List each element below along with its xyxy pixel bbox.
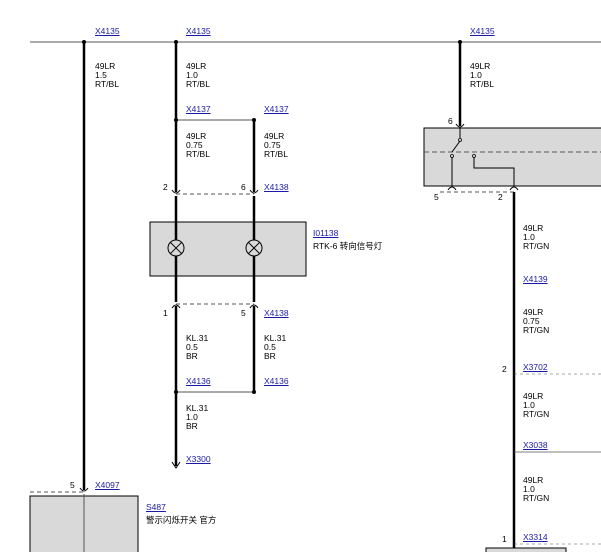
- pin-number: 5: [241, 308, 246, 318]
- junction-dot: [174, 390, 178, 394]
- pin-mark: [447, 186, 457, 191]
- connector-x4135[interactable]: X4135: [186, 26, 211, 36]
- connector-x3702[interactable]: X3702: [523, 362, 548, 372]
- bottom-right-box: [485, 547, 567, 552]
- pin-mark: [171, 189, 181, 194]
- wire-label: 49LR 0.75 RT/BL: [264, 131, 288, 159]
- wire-label: 49LR 1.0 RT/GN: [523, 391, 550, 419]
- connector-x4138[interactable]: X4138: [264, 182, 289, 192]
- pin-number: 5: [434, 192, 439, 202]
- wire-label: KL.31 0.5 BR: [186, 333, 209, 361]
- pin-mark: [249, 304, 259, 309]
- switch-contact-icon: [450, 128, 515, 186]
- pin-mark: [171, 304, 181, 309]
- connector-x4097[interactable]: X4097: [95, 480, 120, 490]
- connector-x4136[interactable]: X4136: [186, 376, 211, 386]
- connector-x4135[interactable]: X4135: [95, 26, 120, 36]
- wire-label: KL.31 0.5 BR: [264, 333, 287, 361]
- pin-mark: [79, 487, 89, 492]
- wire-label: 49LR 1.0 RT/BL: [470, 61, 494, 89]
- pin-number: 2: [502, 364, 507, 374]
- component-id-lamp[interactable]: I01138: [313, 228, 339, 238]
- pin-number: 6: [448, 116, 453, 126]
- wire-label: 49LR 1.0 RT/GN: [523, 475, 550, 503]
- connector-x4138[interactable]: X4138: [264, 308, 289, 318]
- junction-dot: [252, 390, 256, 394]
- connector-x3314[interactable]: X3314: [523, 532, 548, 542]
- component-id-hazard[interactable]: S487: [146, 502, 166, 512]
- wire-label: 49LR 1.5 RT/BL: [95, 61, 119, 89]
- connector-x4137[interactable]: X4137: [186, 104, 211, 114]
- wire-label: 49LR 1.0 RT/BL: [186, 61, 210, 89]
- wire-label: 49LR 1.0 RT/GN: [523, 223, 550, 251]
- connector-x4136[interactable]: X4136: [264, 376, 289, 386]
- pin-number: 5: [70, 480, 75, 490]
- pin-mark: [249, 189, 259, 194]
- pin-number: 2: [163, 182, 168, 192]
- junction-dot: [174, 118, 178, 122]
- wire-label: 49LR 0.75 RT/BL: [186, 131, 210, 159]
- component-label-lamp: RTK-6 转向信号灯: [313, 241, 383, 251]
- pin-number: 6: [241, 182, 246, 192]
- pin-number: 1: [502, 534, 507, 544]
- pin-number: 1: [163, 308, 168, 318]
- ground-arrow-icon: [171, 461, 181, 469]
- connector-x3300[interactable]: X3300: [186, 454, 211, 464]
- connector-x3038[interactable]: X3038: [523, 440, 548, 450]
- connector-x4139[interactable]: X4139: [523, 274, 548, 284]
- pin-mark: [509, 186, 519, 191]
- connector-x4137[interactable]: X4137: [264, 104, 289, 114]
- wire-label: 49LR 0.75 RT/GN: [523, 307, 550, 335]
- wire-label: KL.31 1.0 BR: [186, 403, 209, 431]
- component-label-hazard: 警示闪烁开关 官方: [146, 515, 217, 525]
- pin-number: 2: [498, 192, 503, 202]
- connector-x4135[interactable]: X4135: [470, 26, 495, 36]
- pin-mark: [455, 123, 465, 128]
- lamp-box: [149, 221, 307, 277]
